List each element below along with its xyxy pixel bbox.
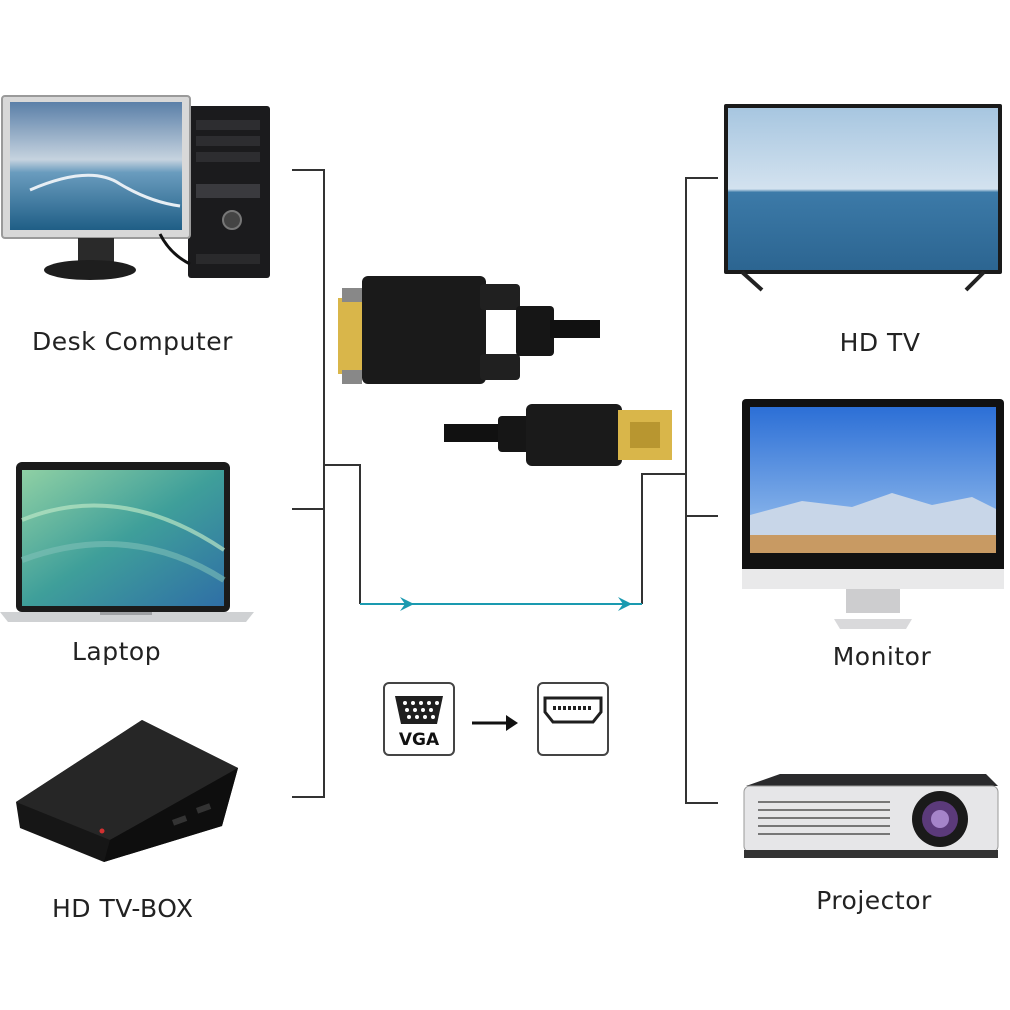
source-label-laptop: Laptop (72, 637, 162, 666)
desktop-computer-image (0, 94, 280, 294)
target-label-monitor: Monitor (832, 642, 932, 671)
target-label-projector: Projector (816, 886, 932, 915)
hd-tv-image (722, 100, 1004, 296)
signal-line (360, 597, 642, 611)
vga-port-icon: VGA (383, 682, 455, 756)
monitor-image (742, 397, 1006, 629)
arrow-right-icon (470, 710, 520, 736)
target-label-hd-tv: HD TV (839, 328, 921, 357)
tv-box-image (12, 716, 242, 866)
vga-label: VGA (398, 730, 440, 750)
vga-to-hdmi-cable-image (330, 268, 680, 478)
hdmi-port-icon (537, 682, 609, 756)
projector-image (740, 772, 1004, 864)
source-label-hd-tv-box: HD TV-BOX (52, 894, 194, 923)
laptop-image (0, 460, 256, 628)
source-label-desk-computer: Desk Computer (32, 327, 233, 356)
